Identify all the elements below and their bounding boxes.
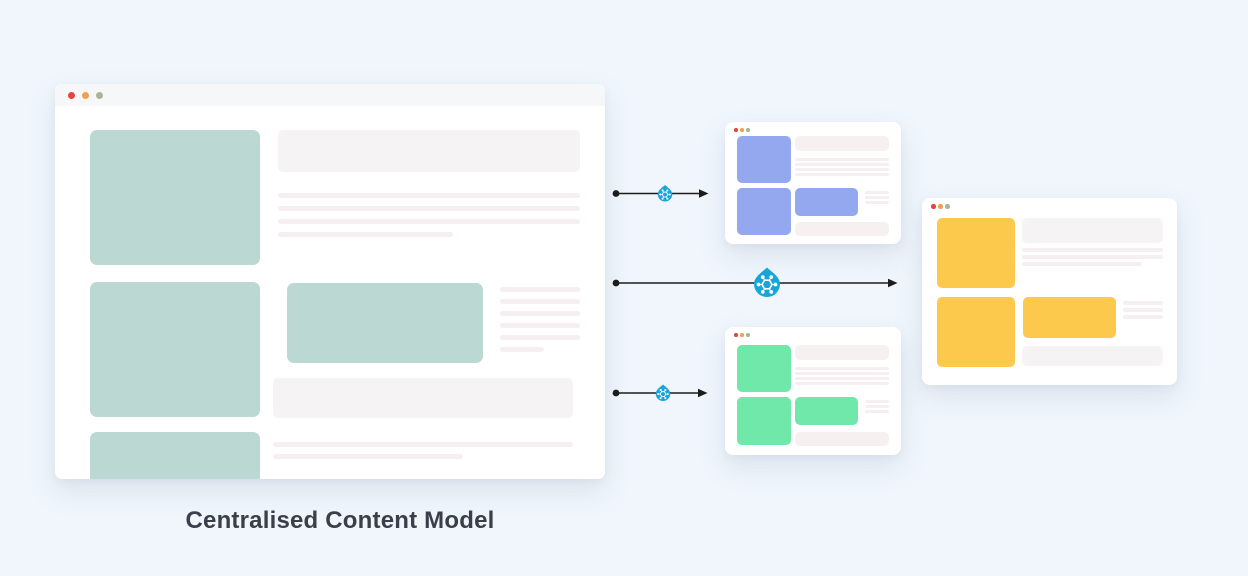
text-line-placeholder [795, 163, 889, 166]
image-placeholder-block [90, 282, 260, 417]
image-placeholder-block [795, 397, 858, 425]
traffic-light-close-icon [68, 91, 75, 99]
image-placeholder-block [737, 397, 791, 445]
channel-window-green [725, 327, 901, 455]
text-line-placeholder [1123, 301, 1163, 305]
image-placeholder-block [737, 188, 791, 235]
image-placeholder-block [90, 130, 260, 265]
text-line-placeholder [795, 158, 889, 161]
text-line-placeholder [865, 196, 889, 199]
traffic-light-zoom-icon [746, 128, 750, 132]
text-line-placeholder [278, 193, 580, 198]
mini-traffic-lights [931, 204, 950, 209]
arrow-middle [612, 278, 898, 288]
main-content-window [55, 84, 605, 479]
text-line-placeholder [1022, 262, 1142, 266]
heading-placeholder-block [795, 136, 889, 151]
section-placeholder-block [795, 222, 889, 236]
text-line-placeholder [795, 372, 889, 375]
diagram-caption: Centralised Content Model [185, 507, 495, 534]
traffic-light-minimize-icon [740, 333, 744, 337]
text-line-placeholder [795, 382, 889, 385]
channel-window-yellow [922, 198, 1177, 385]
traffic-light-zoom-icon [945, 204, 950, 209]
text-line-placeholder [795, 173, 889, 176]
traffic-light-zoom-icon [746, 333, 750, 337]
traffic-light-close-icon [931, 204, 936, 209]
channel-window-blue [725, 122, 901, 244]
text-line-placeholder [865, 191, 889, 194]
text-line-placeholder [500, 287, 580, 292]
text-line-placeholder [865, 201, 889, 204]
text-line-placeholder [500, 335, 580, 340]
image-placeholder-block [737, 136, 791, 183]
image-placeholder-block [287, 283, 483, 363]
traffic-light-minimize-icon [938, 204, 943, 209]
heading-placeholder-block [1022, 218, 1163, 243]
image-placeholder-block [1023, 297, 1116, 338]
text-line-placeholder [500, 311, 580, 316]
text-line-placeholder [865, 405, 889, 408]
mini-traffic-lights [734, 128, 750, 132]
image-placeholder-block [937, 297, 1015, 367]
text-line-placeholder [1022, 255, 1163, 259]
content-hub-icon [753, 266, 781, 298]
image-placeholder-block [937, 218, 1015, 288]
image-placeholder-block [737, 345, 791, 392]
text-line-placeholder [865, 410, 889, 413]
traffic-light-minimize-icon [740, 128, 744, 132]
mini-traffic-lights [734, 333, 750, 337]
text-line-placeholder [500, 299, 580, 304]
content-hub-icon [655, 384, 671, 402]
text-line-placeholder [795, 367, 889, 370]
text-line-placeholder [1022, 248, 1163, 252]
text-line-placeholder [1123, 308, 1163, 312]
text-line-placeholder [1123, 315, 1163, 319]
heading-placeholder-block [278, 130, 580, 172]
text-line-placeholder [278, 206, 580, 211]
image-placeholder-block [90, 432, 260, 479]
text-line-placeholder [273, 442, 573, 447]
traffic-light-close-icon [734, 128, 738, 132]
traffic-light-zoom-icon [96, 91, 103, 99]
image-placeholder-block [795, 188, 858, 216]
arrow-top [612, 189, 709, 198]
content-hub-icon [657, 184, 673, 203]
arrow-bottom [612, 388, 708, 398]
text-line-placeholder [273, 454, 463, 459]
text-line-placeholder [500, 323, 580, 328]
text-line-placeholder [795, 168, 889, 171]
text-line-placeholder [278, 219, 580, 224]
text-line-placeholder [500, 347, 544, 352]
section-placeholder-block [795, 432, 889, 446]
text-line-placeholder [795, 377, 889, 380]
section-placeholder-block [1022, 346, 1163, 366]
traffic-light-close-icon [734, 333, 738, 337]
text-line-placeholder [278, 232, 453, 237]
main-window-titlebar [55, 84, 605, 106]
traffic-light-minimize-icon [82, 91, 89, 99]
section-placeholder-block [273, 378, 573, 418]
text-line-placeholder [865, 400, 889, 403]
heading-placeholder-block [795, 345, 889, 360]
